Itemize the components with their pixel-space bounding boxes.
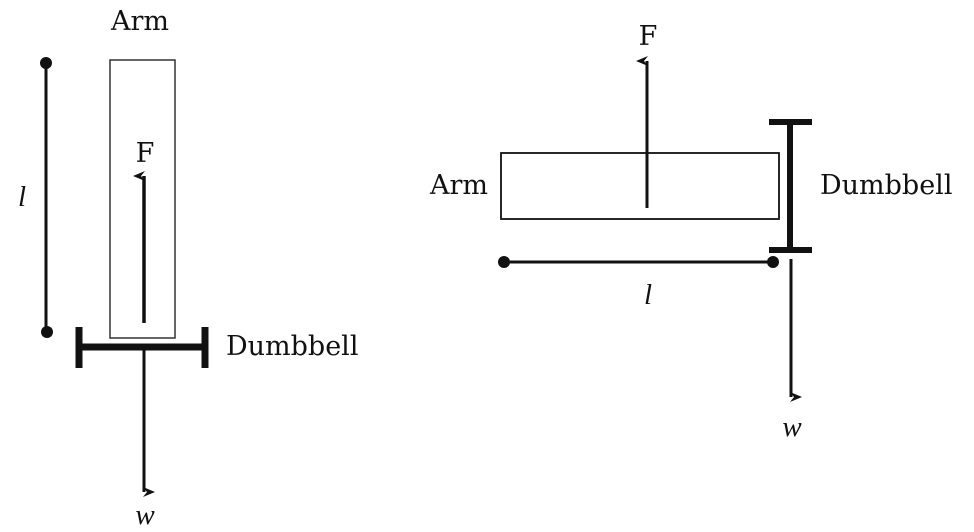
arm-rectangle (109, 59, 176, 339)
length-indicator (40, 57, 53, 338)
dumbbell-label: Dumbbell (820, 170, 952, 201)
pivot-dot-left (498, 256, 510, 268)
force-label: F (136, 138, 155, 169)
arm-label: Arm (110, 6, 169, 37)
arm-rectangle (500, 152, 780, 220)
pivot-dot-right (767, 256, 779, 268)
weight-label: w (135, 499, 155, 531)
force-label: F (639, 21, 658, 52)
dumbbell-icon (769, 119, 812, 253)
right-diagram: Arm F Dumbbell l w (429, 21, 952, 443)
length-indicator (498, 256, 779, 268)
dumbbell-label: Dumbbell (226, 331, 358, 362)
pivot-dot-bottom (41, 326, 53, 338)
left-diagram: l Arm F Dumbbell w (18, 6, 359, 531)
weight-label: w (782, 411, 802, 443)
dumbbell-icon (75, 327, 209, 368)
length-label: l (18, 181, 26, 213)
arm-label: Arm (429, 170, 488, 201)
pivot-dot-top (40, 57, 52, 69)
length-label: l (644, 279, 652, 311)
